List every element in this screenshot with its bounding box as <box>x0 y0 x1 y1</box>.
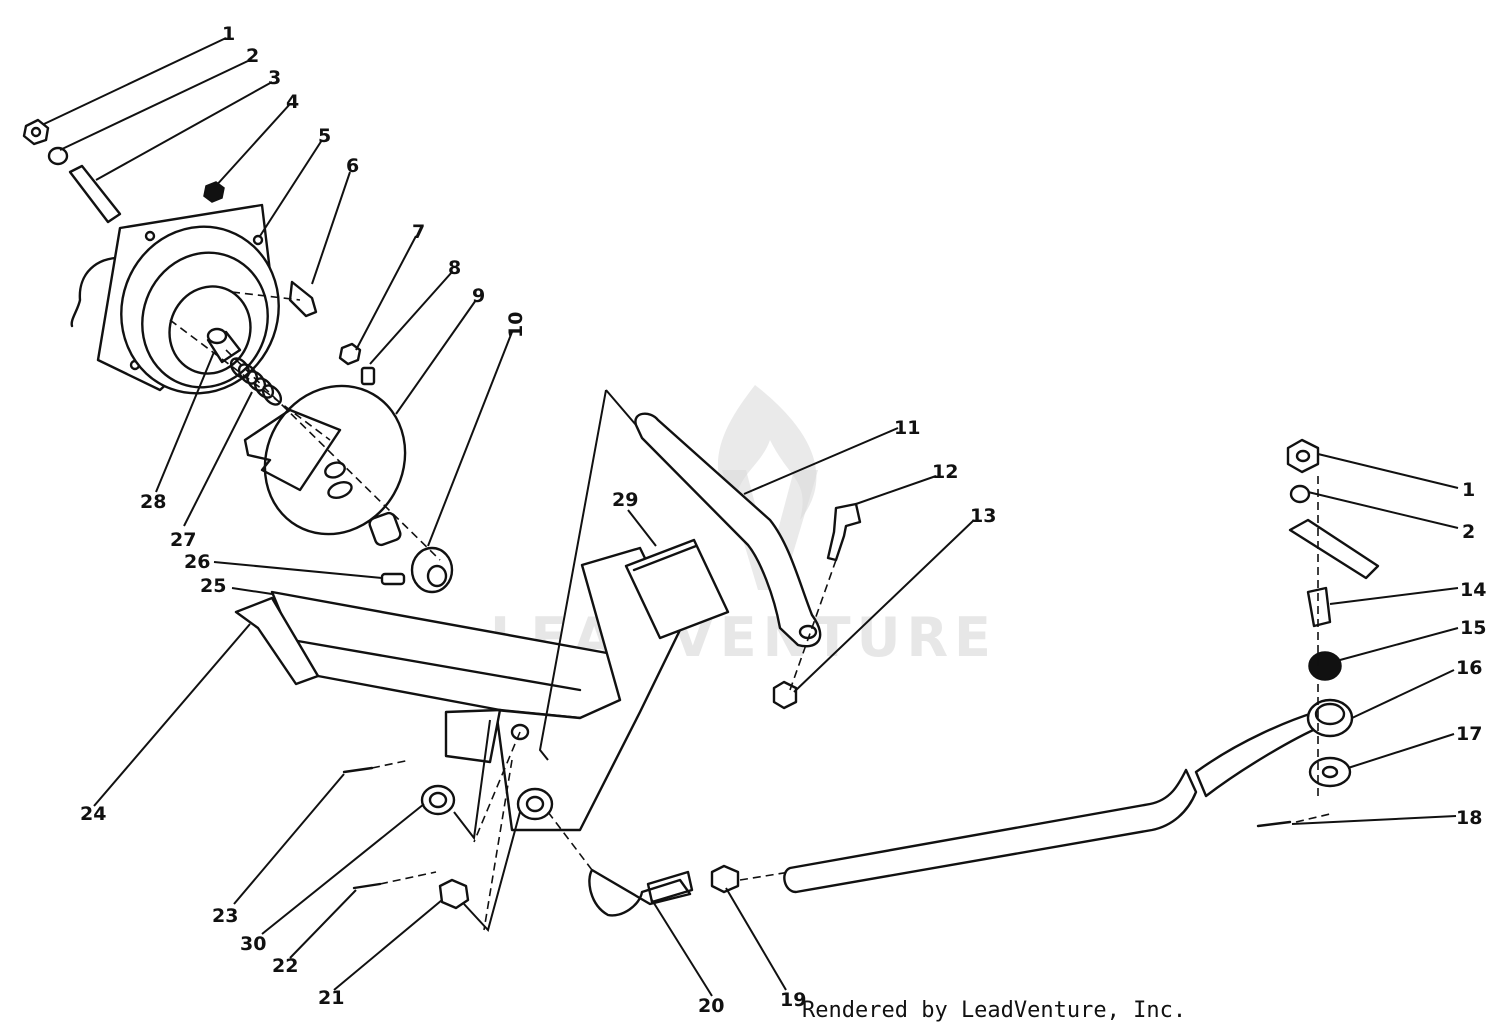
callout-2-right: 2 <box>1462 521 1475 543</box>
callout-20: 20 <box>698 995 724 1017</box>
hub-end <box>206 327 228 345</box>
hex-nut <box>1286 438 1320 474</box>
washer <box>47 146 69 166</box>
callout-13: 13 <box>970 505 996 527</box>
brake-rod <box>588 710 1324 917</box>
hex-nut <box>772 680 798 710</box>
callout-4: 4 <box>286 91 299 113</box>
bushing <box>410 546 454 594</box>
lock-nut <box>22 118 50 146</box>
rod <box>783 768 1198 894</box>
set-screw <box>380 572 406 586</box>
right-hardware <box>1256 438 1380 828</box>
callout-29: 29 <box>612 489 638 511</box>
callout-12: 12 <box>932 461 958 483</box>
cotter-pin <box>342 766 374 774</box>
callout-1-right: 1 <box>1462 479 1475 501</box>
callout-30: 30 <box>240 933 266 955</box>
brake-disk <box>263 384 407 536</box>
lock-nut <box>438 878 470 910</box>
callout-15: 15 <box>1460 617 1486 639</box>
callout-11: 11 <box>894 417 920 439</box>
callout-6: 6 <box>346 155 359 177</box>
brake-bracket <box>243 408 342 492</box>
rod-end <box>588 868 692 917</box>
spacer <box>368 511 402 547</box>
pivot-bushing <box>420 784 456 816</box>
disk-slot <box>327 481 353 499</box>
leader-lines <box>43 37 1459 997</box>
bolt <box>288 280 318 318</box>
small-screw <box>360 366 376 386</box>
pedal-bracket <box>234 538 730 910</box>
callout-5: 5 <box>318 125 331 147</box>
lock-washer <box>1289 484 1311 504</box>
callout-10: 10 <box>505 312 527 338</box>
callout-24: 24 <box>80 803 106 825</box>
pivot-hole <box>510 723 530 741</box>
cotter-pin <box>1256 820 1292 828</box>
callout-22: 22 <box>272 955 298 977</box>
callout-1: 1 <box>222 23 235 45</box>
phantom-lines <box>453 389 637 933</box>
callout-17: 17 <box>1456 723 1482 745</box>
callout-21: 21 <box>318 987 344 1009</box>
small-nut <box>338 342 362 366</box>
callout-18: 18 <box>1456 807 1482 829</box>
control-arm <box>634 412 862 710</box>
rod-upper <box>1194 710 1324 798</box>
callout-9: 9 <box>472 285 485 307</box>
jam-nut <box>710 864 740 894</box>
spring <box>229 357 283 406</box>
clutch-assembly <box>22 118 454 594</box>
disk-slot <box>324 461 346 479</box>
render-credit: Rendered by LeadVenture, Inc. <box>802 998 1187 1023</box>
bushing-bore <box>426 564 448 588</box>
plate-hole <box>252 234 264 246</box>
shoulder-bolt <box>1306 586 1332 628</box>
callout-28: 28 <box>140 491 166 513</box>
pivot-pin <box>68 164 122 224</box>
plate-hole <box>144 230 156 242</box>
callout-3: 3 <box>268 67 281 89</box>
spring <box>1308 651 1342 681</box>
callout-16: 16 <box>1456 657 1482 679</box>
bolt <box>826 502 862 562</box>
callout-2: 2 <box>246 45 259 67</box>
callout-25: 25 <box>200 575 226 597</box>
link-plate <box>1288 518 1380 580</box>
callout-23: 23 <box>212 905 238 927</box>
callouts: 1 2 3 4 5 6 7 8 9 10 11 12 13 1 2 14 15 … <box>80 23 1486 1017</box>
alignment-lines <box>169 291 1331 931</box>
lower-tab <box>444 708 502 764</box>
hex-nut <box>203 181 225 203</box>
wire-lead <box>70 256 130 328</box>
side-flange <box>234 596 320 686</box>
pulley-groove <box>141 251 269 389</box>
callout-8: 8 <box>448 257 461 279</box>
callout-7: 7 <box>412 221 425 243</box>
callout-26: 26 <box>184 551 210 573</box>
collar <box>1306 698 1354 738</box>
callout-14: 14 <box>1460 579 1486 601</box>
pulley-inner <box>168 285 252 375</box>
flat-washer <box>1308 756 1352 788</box>
rod-hole <box>516 787 554 821</box>
watermark-flame-icon <box>717 385 817 520</box>
callout-19: 19 <box>780 989 806 1011</box>
cotter-pin <box>352 882 382 890</box>
callout-27: 27 <box>170 529 196 551</box>
